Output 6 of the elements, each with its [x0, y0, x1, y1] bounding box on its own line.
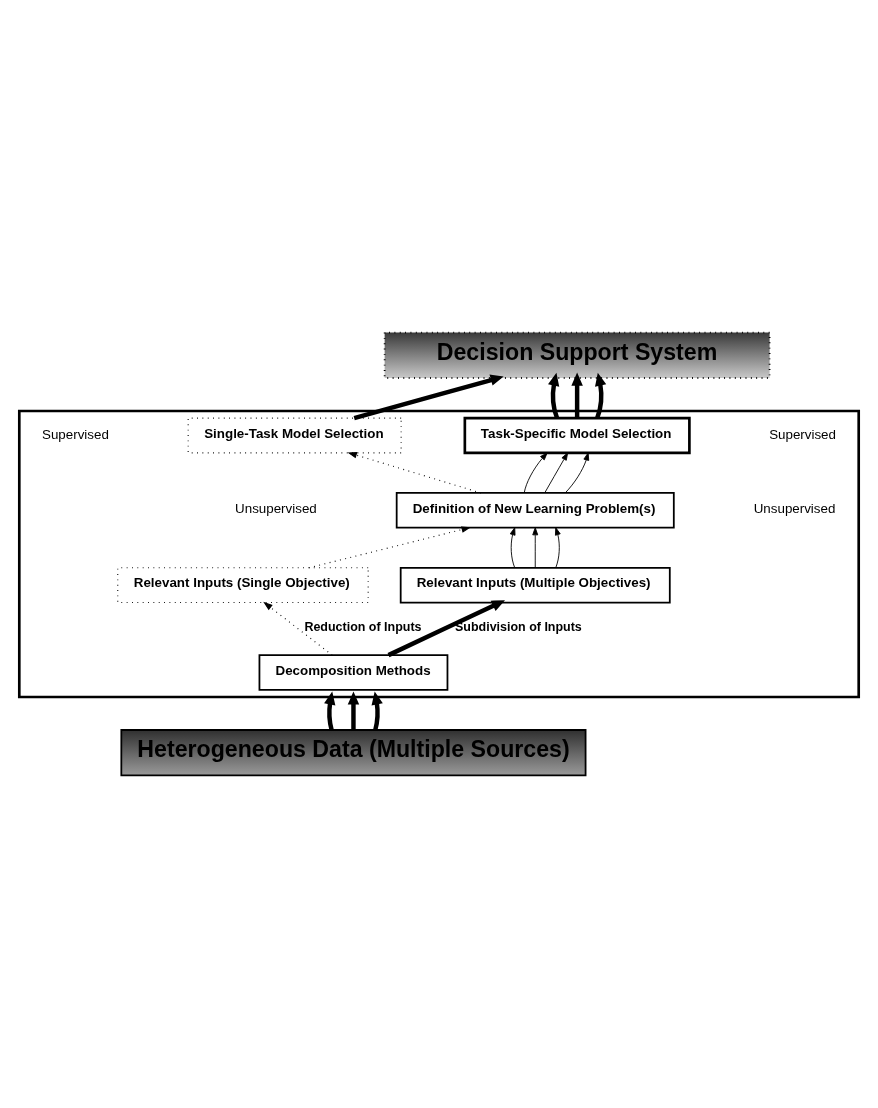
edge-label: Reduction of Inputs: [304, 620, 422, 635]
label: Supervised: [769, 426, 836, 442]
edge-label: Subdivision of Inputs: [455, 620, 582, 635]
label: Supervised: [42, 426, 109, 442]
label: Unsupervised: [235, 501, 317, 517]
label: Unsupervised: [753, 501, 836, 517]
